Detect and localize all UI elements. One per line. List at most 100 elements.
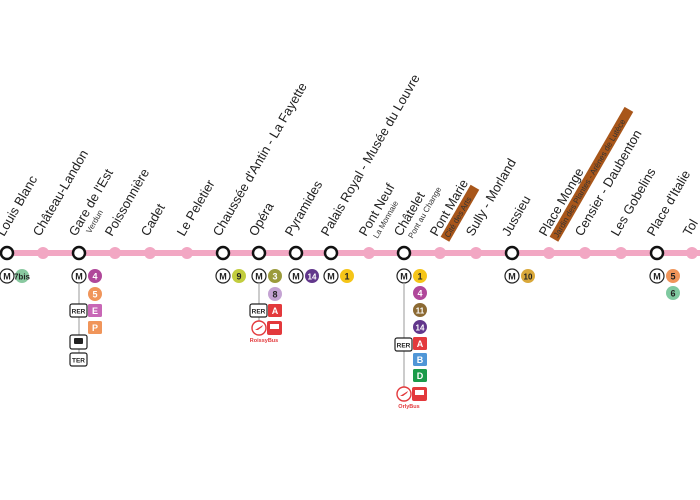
station-marker[interactable] [396, 245, 412, 261]
track-dot [144, 247, 156, 259]
line-1-badge[interactable] [340, 269, 354, 283]
svg-text:1: 1 [417, 272, 422, 282]
svg-text:RER: RER [252, 309, 266, 316]
line-4-badge[interactable] [413, 286, 427, 300]
station-sublabel-bg [549, 106, 634, 242]
train-icon-body [74, 338, 83, 344]
svg-text:6: 6 [670, 289, 675, 299]
metro-icon [649, 268, 665, 284]
line-14-badge[interactable] [305, 269, 319, 283]
rer-e-badge[interactable] [88, 304, 102, 317]
metro-icon [215, 268, 231, 284]
line-8-badge[interactable] [268, 287, 282, 301]
track-dot [686, 247, 698, 259]
svg-text:M: M [292, 272, 300, 282]
connections-palais-royal: M 1 [323, 268, 354, 284]
metro-icon [323, 268, 339, 284]
track-dot [181, 247, 193, 259]
station-marker[interactable] [71, 245, 87, 261]
svg-text:M: M [255, 272, 263, 282]
track-dot [363, 247, 375, 259]
connections-opera: M 3 8 RER A RoissyBus [249, 268, 282, 344]
track-dot [470, 247, 482, 259]
rer-icon [249, 303, 268, 318]
connections-gare-de-l-est: M 4 5 RER E P TER [69, 268, 102, 367]
svg-text:E: E [92, 306, 98, 316]
station-marker[interactable] [323, 245, 339, 261]
svg-text:A: A [417, 339, 424, 349]
station-label-cadet[interactable]: Cadet [138, 201, 169, 239]
svg-text:M: M [3, 272, 11, 282]
connections-louis-blanc: M 7bis [0, 268, 31, 284]
track-dot [615, 247, 627, 259]
station-marker[interactable] [0, 245, 15, 261]
station-label-tolbiac-partial[interactable]: Tol [680, 217, 700, 239]
metro-icon [504, 268, 520, 284]
svg-text:4: 4 [417, 289, 422, 299]
svg-text:P: P [92, 323, 98, 333]
line-14-badge[interactable] [413, 320, 427, 334]
svg-text:M: M [327, 272, 335, 282]
svg-text:TER: TER [72, 358, 85, 365]
svg-text:5: 5 [670, 272, 675, 282]
station-marker[interactable] [288, 245, 304, 261]
station-marker[interactable] [215, 245, 231, 261]
svg-text:RoissyBus: RoissyBus [250, 338, 278, 344]
line-7bis-badge[interactable] [15, 269, 29, 283]
svg-text:OrlyBus: OrlyBus [398, 404, 419, 410]
station-marker[interactable] [504, 245, 520, 261]
rer-icon [69, 303, 88, 318]
station-label-opera[interactable]: Opéra [246, 199, 277, 238]
svg-text:8: 8 [272, 290, 277, 300]
svg-text:Cadet: Cadet [138, 201, 169, 239]
svg-text:Tol: Tol [680, 217, 700, 239]
station-label-jussieu[interactable]: Jussieu [499, 193, 534, 239]
line-9-badge[interactable] [232, 269, 246, 283]
svg-text:M: M [75, 272, 83, 282]
svg-text:RER: RER [72, 309, 86, 316]
track-dot [37, 247, 49, 259]
svg-text:14: 14 [416, 324, 425, 333]
station-marker[interactable] [251, 245, 267, 261]
svg-text:M: M [400, 272, 408, 282]
rer-d-badge[interactable] [413, 369, 427, 382]
bus-window [415, 390, 424, 395]
line-11-badge[interactable] [413, 303, 427, 317]
rer-b-badge[interactable] [413, 353, 427, 366]
connections-place-d-italie: M 5 6 [649, 268, 680, 300]
connections-jussieu: M 10 [504, 268, 535, 284]
svg-text:M: M [219, 272, 227, 282]
track-dot [579, 247, 591, 259]
svg-text:A: A [272, 306, 279, 316]
svg-text:1: 1 [344, 272, 349, 282]
svg-text:9: 9 [236, 272, 241, 282]
airplane-icon [400, 391, 408, 396]
connections-chatelet: M 1 4 11 14 RER A B D OrlyBus [394, 268, 427, 410]
line-10-badge[interactable] [521, 269, 535, 283]
station-sublabel-bg [440, 184, 480, 242]
line-6-badge[interactable] [666, 286, 680, 300]
transilien-p-badge[interactable] [88, 321, 102, 334]
line-4-badge[interactable] [88, 269, 102, 283]
svg-text:Opéra: Opéra [246, 199, 277, 238]
line-1-badge[interactable] [413, 269, 427, 283]
svg-text:RER: RER [397, 343, 411, 350]
rer-icon [394, 337, 413, 352]
metro-icon [0, 268, 15, 284]
station-marker[interactable] [649, 245, 665, 261]
bus-window [270, 324, 279, 329]
svg-text:3: 3 [272, 272, 277, 282]
track-dot [543, 247, 555, 259]
svg-text:4: 4 [92, 272, 97, 282]
track-dot [434, 247, 446, 259]
line-5-badge[interactable] [88, 287, 102, 301]
line-3-badge[interactable] [268, 269, 282, 283]
svg-text:D: D [417, 371, 424, 381]
line-5-badge[interactable] [666, 269, 680, 283]
rer-a-badge[interactable] [413, 337, 427, 350]
ter-icon [69, 352, 88, 367]
airplane-icon [255, 325, 263, 330]
track-dot [109, 247, 121, 259]
rer-a-badge[interactable] [268, 304, 282, 317]
